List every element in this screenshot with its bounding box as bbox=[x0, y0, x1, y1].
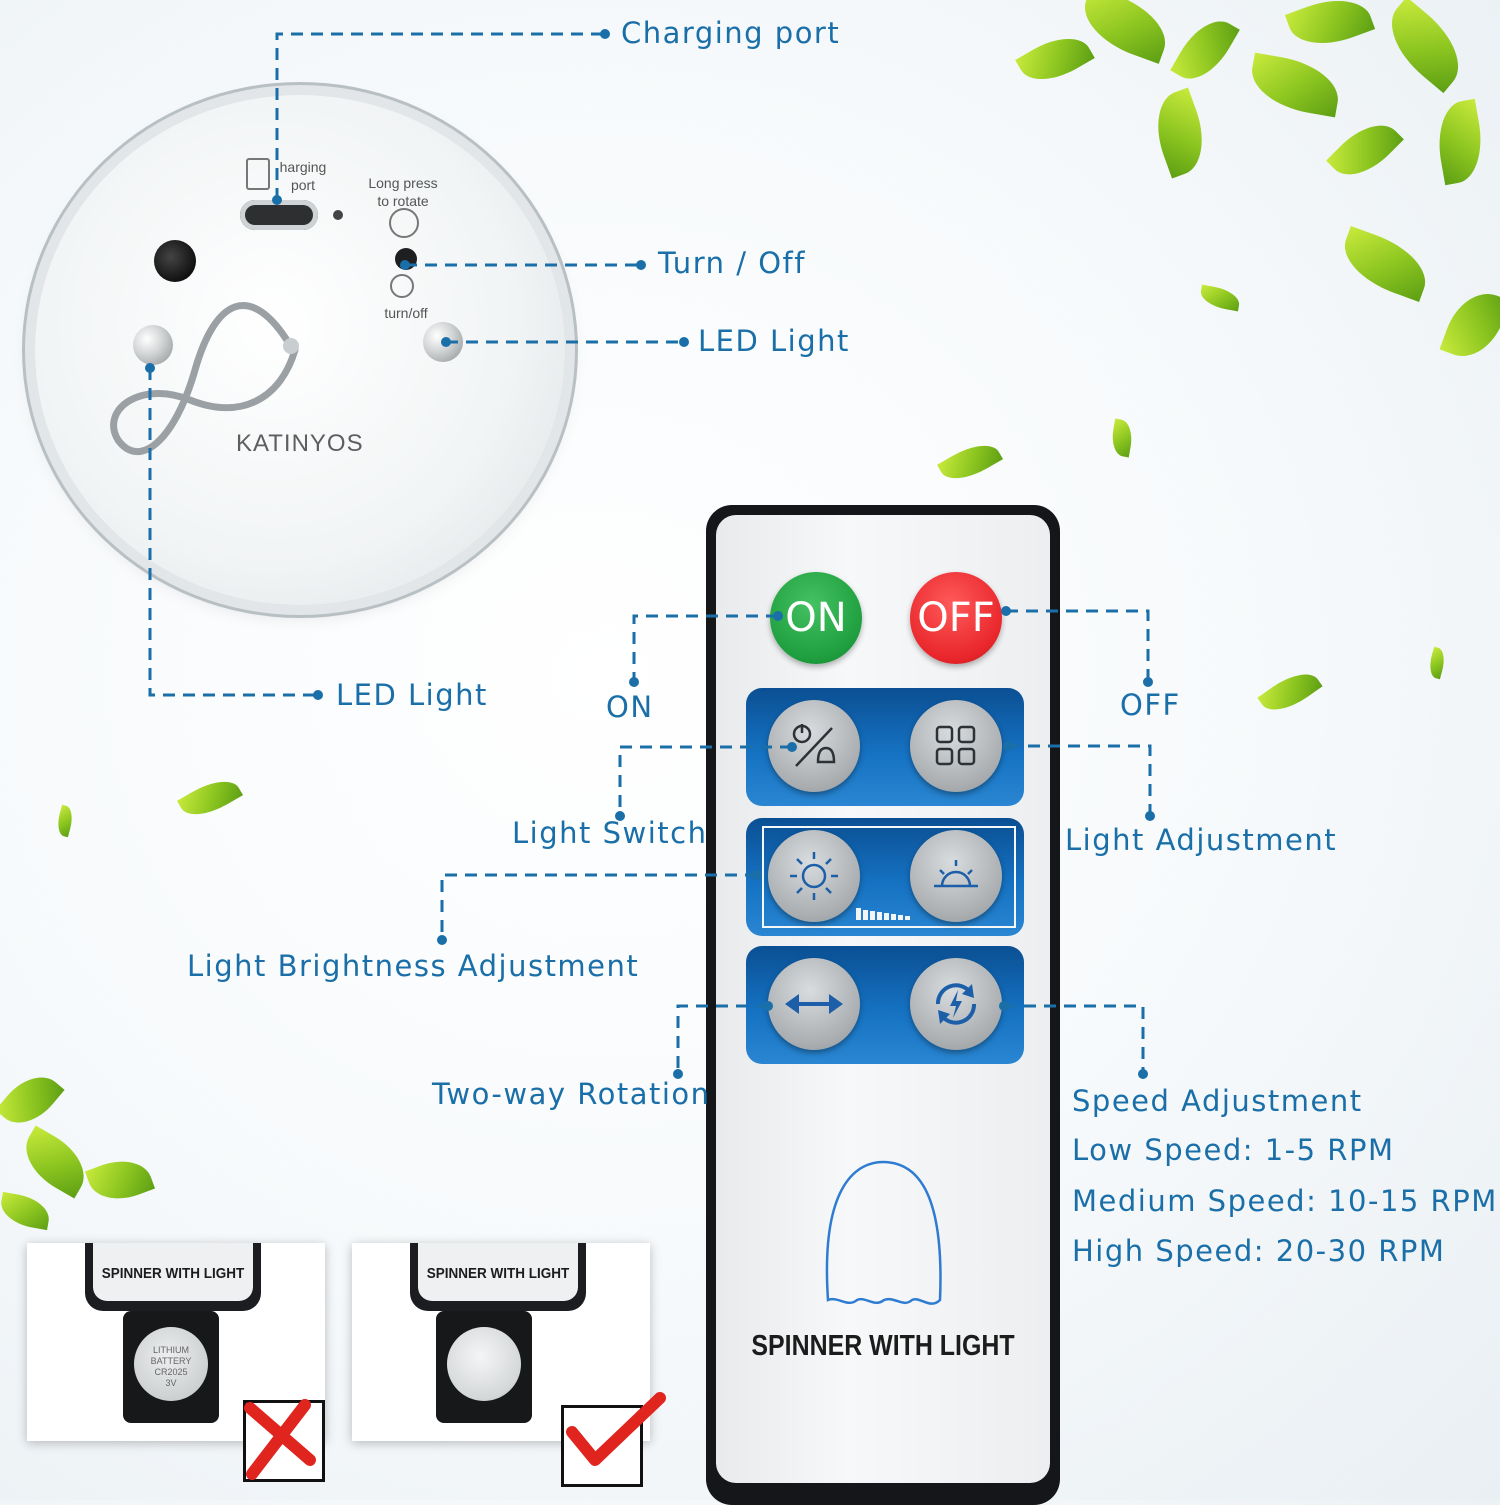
two-way-rotation-callout: Two-way Rotation bbox=[432, 1077, 711, 1111]
battery-text-2: CR2025 bbox=[154, 1367, 188, 1377]
speed-adjustment-button[interactable] bbox=[910, 958, 1002, 1050]
wrong-card-title: SPINNER WITH LIGHT bbox=[101, 1265, 245, 1282]
high-speed-text: High Speed: 20-30 RPM bbox=[1072, 1234, 1446, 1268]
correct-card-title: SPINNER WITH LIGHT bbox=[426, 1265, 570, 1282]
wrong-battery-card: SPINNER WITH LIGHT LITHIUM BATTERY CR202… bbox=[27, 1243, 325, 1441]
charging-port-callout: Charging port bbox=[621, 16, 841, 50]
light-switch-callout: Light Switch bbox=[512, 816, 708, 850]
remote-product-title: SPINNER WITH LIGHT bbox=[751, 1330, 1015, 1362]
led-light-left-callout: LED Light bbox=[336, 678, 488, 712]
speed-cycle-icon bbox=[935, 983, 977, 1025]
off-callout: OFF bbox=[1120, 688, 1181, 722]
usb-icon bbox=[246, 158, 270, 190]
on-callout: ON bbox=[606, 690, 654, 724]
low-speed-text: Low Speed: 1-5 RPM bbox=[1072, 1133, 1395, 1167]
remote-top-inner-wrong bbox=[93, 1243, 253, 1301]
turn-off-text: turn/off bbox=[384, 305, 428, 321]
battery-text-1: LITHIUM BATTERY bbox=[150, 1345, 192, 1366]
remote-on-button[interactable]: ON bbox=[770, 572, 862, 664]
power-bell-icon bbox=[792, 724, 836, 767]
two-way-rotation-button[interactable] bbox=[768, 958, 860, 1050]
turn-off-callout: Turn / Off bbox=[658, 246, 806, 280]
led-light-left bbox=[133, 325, 173, 365]
rotate-icon bbox=[389, 208, 419, 238]
coin-battery-text-side: LITHIUM BATTERY CR2025 3V bbox=[134, 1327, 208, 1401]
speed-adjustment-callout: Speed Adjustment bbox=[1072, 1084, 1363, 1118]
spinner-device-bottom bbox=[35, 95, 565, 605]
brightness-down-button[interactable] bbox=[910, 830, 1002, 922]
led-light-right-callout: LED Light bbox=[698, 324, 850, 358]
brightness-up-button[interactable] bbox=[768, 830, 860, 922]
indicator-dot bbox=[333, 210, 343, 220]
coin-battery-flat-side bbox=[447, 1327, 521, 1401]
sunset-icon bbox=[934, 860, 978, 888]
power-icon bbox=[390, 274, 414, 298]
battery-text-3: 3V bbox=[165, 1378, 177, 1388]
light-adjustment-callout: Light Adjustment bbox=[1065, 823, 1338, 857]
ir-receiver-sensor bbox=[154, 240, 196, 282]
remote-off-button[interactable]: OFF bbox=[910, 572, 1002, 664]
grid-modes-icon bbox=[935, 725, 976, 766]
usb-c-charging-port[interactable] bbox=[240, 200, 318, 230]
remote-top-inner-correct bbox=[418, 1243, 578, 1301]
light-adjustment-button[interactable] bbox=[910, 700, 1002, 792]
double-arrow-icon bbox=[785, 994, 843, 1014]
brightness-highlight-frame bbox=[762, 826, 1016, 928]
sun-icon bbox=[790, 852, 838, 900]
medium-speed-text: Medium Speed: 10-15 RPM bbox=[1072, 1184, 1498, 1218]
correct-battery-card: SPINNER WITH LIGHT bbox=[352, 1243, 650, 1441]
light-brightness-callout: Light Brightness Adjustment bbox=[187, 949, 640, 983]
brand-name: KATINYOS bbox=[236, 430, 364, 457]
